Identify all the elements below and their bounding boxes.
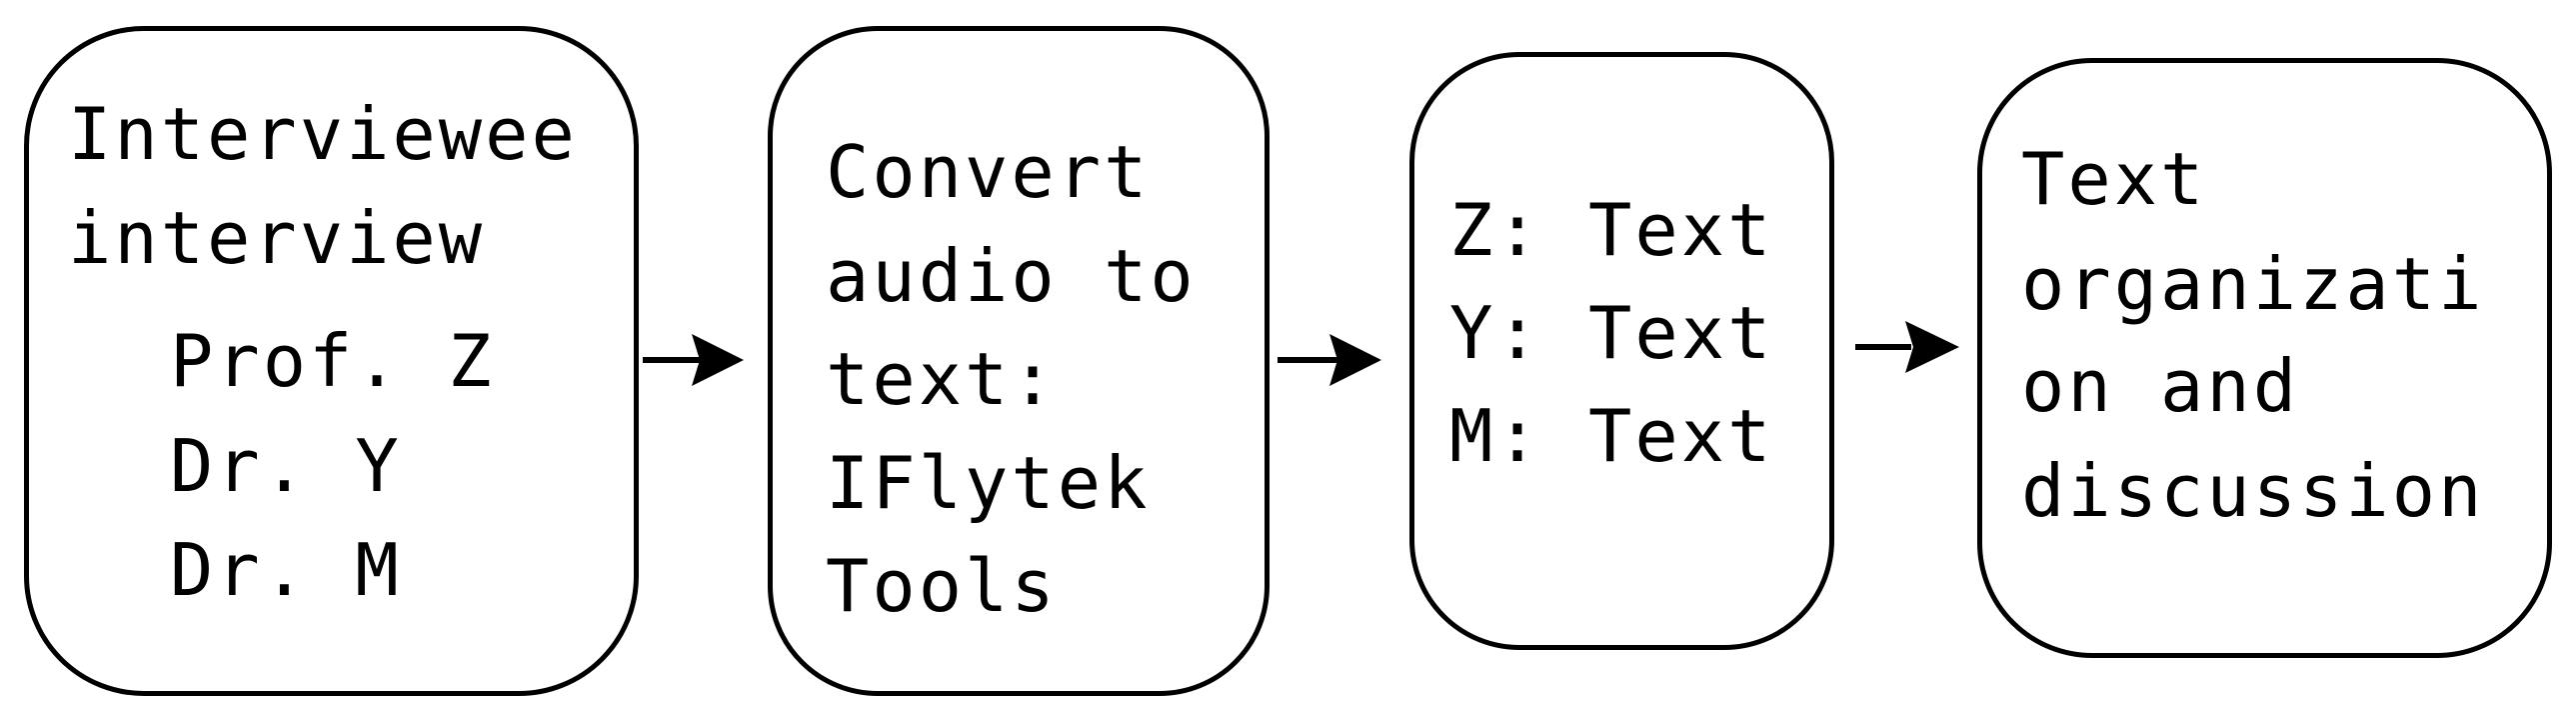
organization-line-1: Text xyxy=(2021,137,2207,221)
organization-line-3: on and xyxy=(2021,344,2300,428)
convert-line-5: Tools xyxy=(826,544,1058,628)
interviewee-dr-m: Dr. M xyxy=(170,528,402,612)
arrow-texts-to-organization xyxy=(1855,321,1959,373)
organization-box xyxy=(1977,58,2552,658)
interviewee-dr-y: Dr. Y xyxy=(170,424,402,508)
organization-line-4: discussion xyxy=(2021,449,2485,533)
convert-line-1: Convert xyxy=(826,130,1151,214)
interviewee-prof-z: Prof. Z xyxy=(170,319,495,403)
organization-line-2: organizati xyxy=(2021,242,2485,326)
convert-line-3: text: xyxy=(826,337,1058,421)
convert-line-2: audio to xyxy=(826,234,1197,318)
convert-line-4: IFlytek xyxy=(826,441,1151,525)
arrow-interview-to-convert xyxy=(643,334,744,386)
text-m: M: Text xyxy=(1449,394,1774,478)
arrow-convert-to-texts xyxy=(1278,334,1381,386)
interview-box xyxy=(24,26,639,696)
interview-title-line-2: interview xyxy=(68,196,486,280)
convert-box xyxy=(768,26,1270,696)
text-z: Z: Text xyxy=(1449,188,1774,272)
texts-box xyxy=(1409,52,1834,650)
text-y: Y: Text xyxy=(1449,291,1774,375)
interview-title-line-1: Interviewee xyxy=(68,92,578,176)
